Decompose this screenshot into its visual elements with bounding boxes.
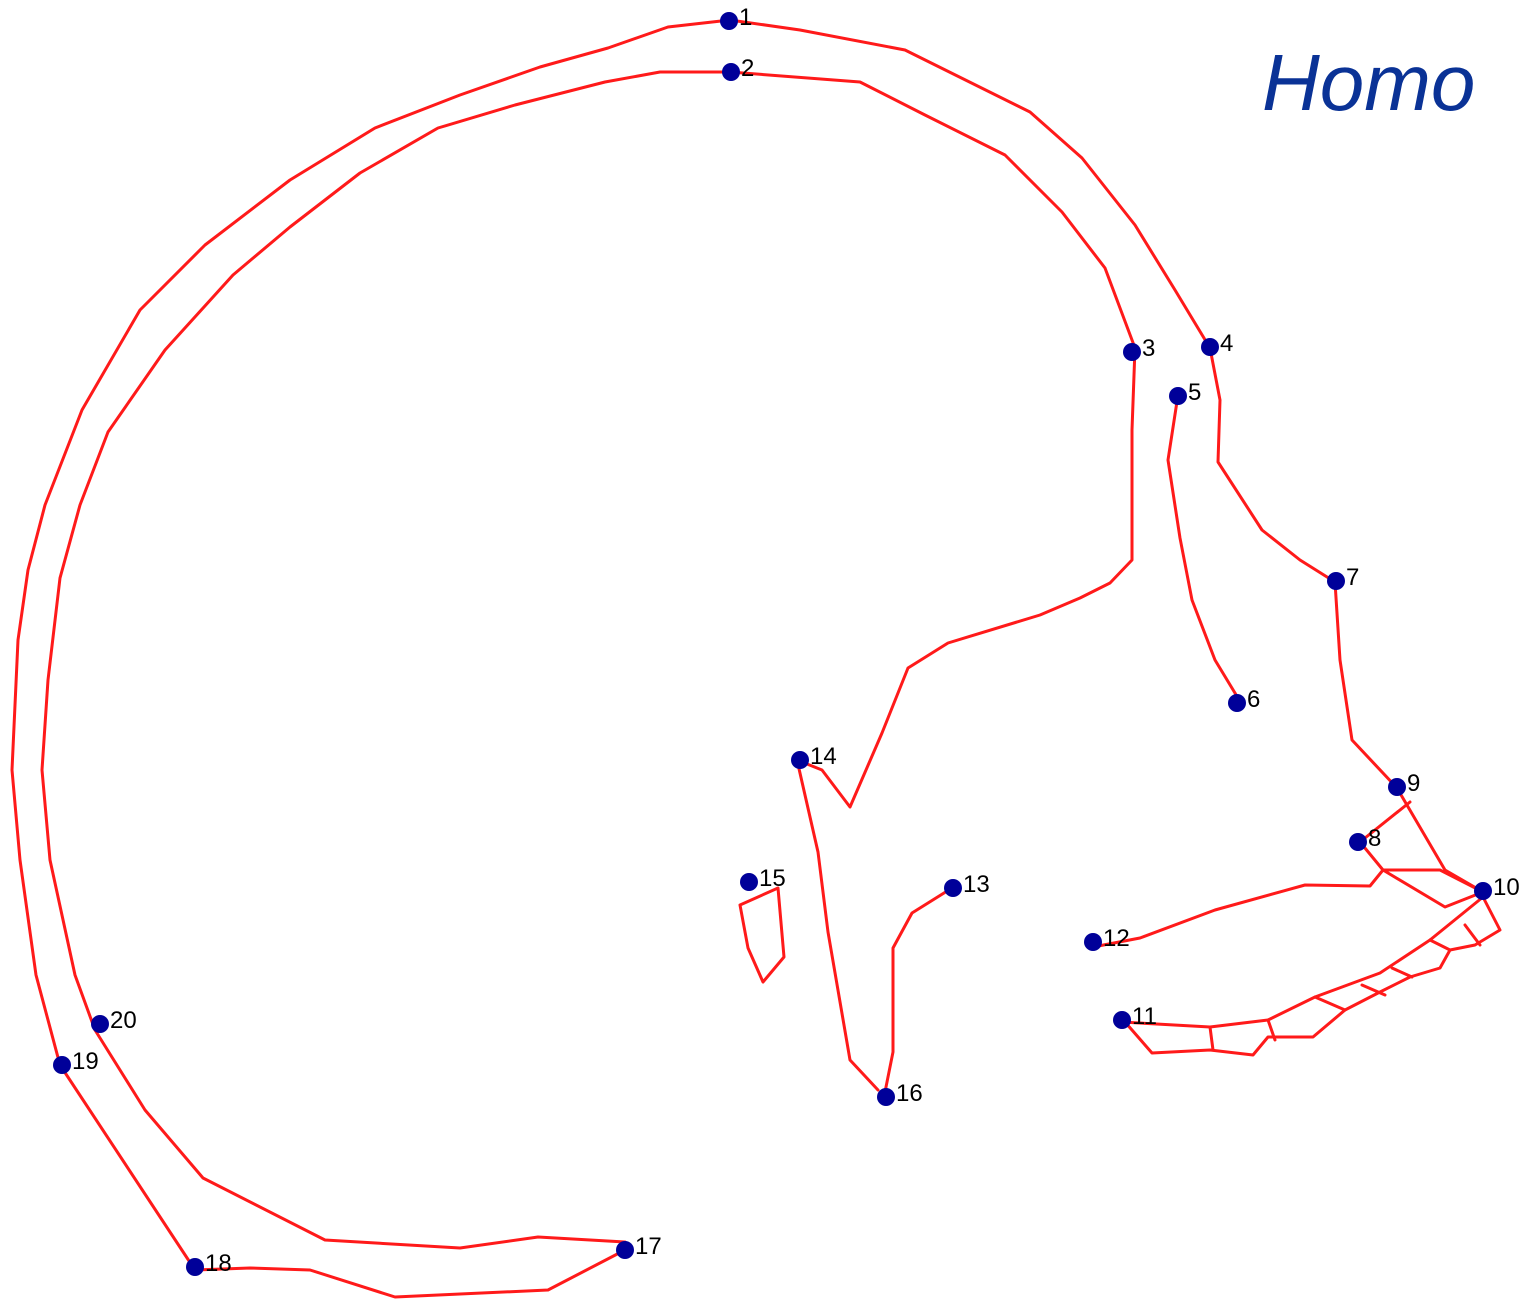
landmark-point-3 <box>1123 343 1141 361</box>
landmark-label-15: 15 <box>759 865 786 892</box>
landmark-label-16: 16 <box>896 1080 923 1107</box>
landmark-label-12: 12 <box>1103 925 1130 952</box>
fragment-outline <box>738 886 786 984</box>
landmark-point-10 <box>1474 882 1492 900</box>
tooth-divider <box>1313 995 1347 1012</box>
landmark-label-13: 13 <box>963 871 990 898</box>
tooth-divider <box>1208 1025 1215 1052</box>
landmark-point-13 <box>944 879 962 897</box>
landmark-point-20 <box>91 1015 109 1033</box>
landmark-point-4 <box>1201 338 1219 356</box>
landmark-label-5: 5 <box>1188 379 1201 406</box>
tooth-divider <box>1266 1018 1277 1042</box>
landmark-label-10: 10 <box>1493 874 1520 901</box>
landmark-label-7: 7 <box>1346 564 1359 591</box>
landmark-label-17: 17 <box>635 1233 662 1260</box>
tooth-divider <box>1360 983 1387 997</box>
landmark-label-4: 4 <box>1220 330 1233 357</box>
landmark-point-1 <box>720 12 738 30</box>
tooth-divider <box>1428 938 1452 952</box>
upper-teeth-outline <box>1381 868 1485 909</box>
landmark-label-8: 8 <box>1368 825 1381 852</box>
landmark-point-14 <box>791 751 809 769</box>
landmark-label-18: 18 <box>205 1250 232 1277</box>
landmark-label-2: 2 <box>741 55 754 82</box>
landmark-point-2 <box>722 63 740 81</box>
tooth-divider <box>1463 923 1482 947</box>
landmark-point-6 <box>1228 694 1246 712</box>
landmark-label-14: 14 <box>810 743 837 770</box>
landmark-label-20: 20 <box>110 1007 137 1034</box>
landmark-point-18 <box>186 1258 204 1276</box>
ramus-outline <box>883 886 954 1094</box>
landmark-label-1: 1 <box>739 4 752 31</box>
landmark-label-6: 6 <box>1247 686 1260 713</box>
tooth-divider <box>1390 966 1414 979</box>
taxon-title: Homo <box>1262 38 1476 127</box>
landmark-point-16 <box>877 1088 895 1106</box>
landmark-point-19 <box>53 1056 71 1074</box>
landmark-point-8 <box>1349 833 1367 851</box>
landmark-point-11 <box>1113 1011 1131 1029</box>
lower-teeth-outline <box>1120 895 1502 1057</box>
landmark-label-3: 3 <box>1142 335 1155 362</box>
nasal-bone-outline <box>1166 393 1240 700</box>
landmark-label-19: 19 <box>72 1048 99 1075</box>
landmark-point-12 <box>1084 933 1102 951</box>
occipital-base-outline <box>58 1063 627 1299</box>
landmark-point-7 <box>1327 572 1345 590</box>
outer-vault-outline <box>10 18 1485 1067</box>
inner-vault-outline <box>40 70 1137 1092</box>
landmark-label-9: 9 <box>1407 770 1420 797</box>
landmark-label-11: 11 <box>1132 1003 1157 1030</box>
landmark-point-15 <box>740 873 758 891</box>
landmark-point-17 <box>616 1241 634 1259</box>
inner-base-outline <box>93 1028 627 1250</box>
maxilla-outline <box>1091 800 1412 949</box>
landmark-point-9 <box>1388 778 1406 796</box>
landmark-point-5 <box>1169 387 1187 405</box>
